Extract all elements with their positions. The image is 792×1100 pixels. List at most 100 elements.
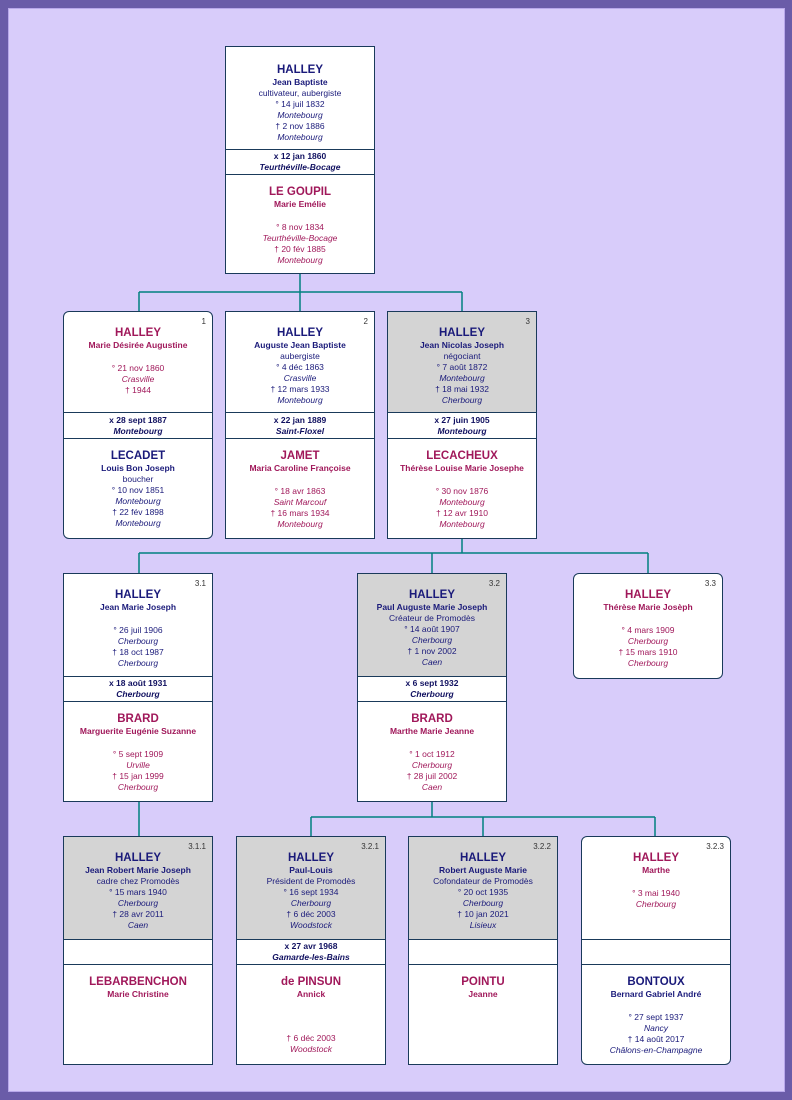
marriage-3-1-1: [64, 940, 212, 964]
birth-place: Urville: [126, 760, 150, 770]
person-halley-3-3: HALLEY Thérèse Marie Josèph ° 4 mars 190…: [574, 574, 722, 678]
person-halley-3-2-3: HALLEY Marthe ° 3 mai 1940 Cherbourg: [582, 837, 730, 939]
surname: JAMET: [280, 450, 320, 462]
marriage-2: x 22 jan 1889 Saint-Floxel: [226, 413, 374, 440]
surname: HALLEY: [115, 327, 161, 339]
surname: HALLEY: [439, 327, 485, 339]
death-date: † 10 jan 2021: [457, 909, 509, 919]
marriage-3-2: x 6 sept 1932 Cherbourg: [358, 677, 506, 702]
birth-date: ° 27 sept 1937: [628, 1012, 684, 1022]
root-wife: LE GOUPIL Marie Emélie ° 8 nov 1834 Teur…: [226, 175, 374, 273]
marriage-3-2-1: x 27 avr 1968 Gamarde-les-Bains: [237, 940, 385, 965]
generation-number: 1: [201, 317, 206, 326]
generation-number: 3.2.1: [361, 842, 379, 851]
death-date: † 15 jan 1999: [112, 771, 164, 781]
birth-date: ° 14 juil 1832: [275, 99, 325, 109]
root-marriage: x 12 jan 1860 Teurthéville-Bocage: [226, 150, 374, 175]
occupation: cadre chez Promodès: [96, 876, 180, 886]
given-name: Bernard Gabriel André: [610, 989, 702, 999]
birth-place: Montebourg: [439, 497, 485, 507]
given-name: Marie Emélie: [274, 199, 326, 209]
family-box-2: 2 HALLEY Auguste Jean Baptiste aubergist…: [225, 311, 375, 539]
root-husband: HALLEY Jean Baptiste cultivateur, auberg…: [226, 47, 374, 149]
surname: HALLEY: [277, 327, 323, 339]
birth-date: ° 8 nov 1834: [276, 222, 324, 232]
death-place: Montebourg: [277, 519, 323, 529]
marriage-place: Cherbourg: [410, 689, 454, 699]
birth-date: ° 4 déc 1863: [276, 362, 324, 372]
spouse-lebarbenchon: LEBARBENCHON Marie Christine: [64, 965, 212, 1064]
occupation: boucher: [122, 474, 154, 484]
birth-date: ° 18 avr 1863: [274, 486, 326, 496]
surname: POINTU: [461, 976, 505, 988]
generation-number: 3: [525, 317, 530, 326]
generation-number: 3.1: [194, 579, 206, 588]
birth-place: Cherbourg: [635, 899, 677, 909]
birth-date: ° 15 mars 1940: [109, 887, 167, 897]
family-box-1: 1 HALLEY Marie Désirée Augustine ° 21 no…: [63, 311, 213, 539]
marriage-1: x 28 sept 1887 Montebourg: [64, 413, 212, 440]
marriage-date: x 18 août 1931: [108, 678, 168, 688]
death-place: Montebourg: [277, 255, 323, 265]
occupation: Créateur de Promodès: [389, 613, 475, 623]
generation-number: 3.2.3: [706, 842, 724, 851]
death-date: † 15 mars 1910: [618, 647, 678, 657]
birth-place: Nancy: [643, 1023, 669, 1033]
birth-place: Teurthéville-Bocage: [262, 233, 338, 243]
marriage-3-2-3: [582, 940, 730, 964]
surname: LE GOUPIL: [269, 186, 331, 198]
marriage-3-2-2: [409, 940, 557, 964]
marriage-date: x 6 sept 1932: [405, 678, 459, 688]
person-halley-3-1-1: 3.1.1 HALLEY Jean Robert Marie Joseph ca…: [64, 837, 212, 939]
birth-date: ° 14 août 1907: [404, 624, 460, 634]
death-date: † 1 nov 2002: [407, 646, 457, 656]
person-halley-3-2-1: 3.2.1 HALLEY Paul-Louis Président de Pro…: [237, 837, 385, 939]
generation-number: 3.2: [488, 579, 500, 588]
surname: de PINSUN: [280, 976, 342, 988]
death-place: Châlons-en-Champagne: [609, 1045, 703, 1055]
occupation: négociant: [443, 351, 481, 361]
death-date: † 12 avr 1910: [436, 508, 488, 518]
death-date: † 28 juil 2002: [406, 771, 458, 781]
surname: LEBARBENCHON: [89, 976, 187, 988]
surname: HALLEY: [633, 852, 679, 864]
birth-place: Cherbourg: [117, 636, 159, 646]
tree-connectors: [138, 274, 656, 836]
death-place: Montebourg: [277, 132, 323, 142]
surname: HALLEY: [625, 589, 671, 601]
family-tree-canvas: HALLEY Jean Baptiste cultivateur, auberg…: [8, 8, 785, 1092]
surname: HALLEY: [288, 852, 334, 864]
birth-date: ° 30 nov 1876: [435, 486, 489, 496]
family-box-3-2-3: 3.2.3 HALLEY Marthe ° 3 mai 1940 Cherbou…: [581, 836, 731, 1065]
birth-place: Montebourg: [439, 373, 485, 383]
generation-number: 3.1.1: [188, 842, 206, 851]
death-place: Woodstock: [289, 920, 333, 930]
death-date: † 28 avr 2011: [112, 909, 164, 919]
surname: HALLEY: [460, 852, 506, 864]
death-place: Caen: [421, 657, 443, 667]
surname: LECADET: [110, 450, 166, 462]
marriage-place: Gamarde-les-Bains: [272, 952, 350, 962]
spouse-brard-marguerite: BRARD Marguerite Eugénie Suzanne ° 5 sep…: [64, 702, 212, 801]
given-name: Marie Désirée Augustine: [88, 340, 188, 350]
given-name: Annick: [296, 989, 326, 999]
given-name: Marie Christine: [107, 989, 169, 999]
spouse-lecadet: LECADET Louis Bon Joseph boucher ° 10 no…: [64, 439, 212, 538]
generation-number: 3.3: [704, 579, 716, 588]
birth-place: Saint Marcouf: [273, 497, 327, 507]
death-place: Montebourg: [439, 519, 485, 529]
death-place: Montebourg: [115, 518, 161, 528]
occupation: aubergiste: [280, 351, 320, 361]
given-name: Thérèse Marie Josèph: [603, 602, 693, 612]
birth-date: ° 7 août 1872: [436, 362, 488, 372]
given-name: Maria Caroline Françoise: [249, 463, 351, 473]
person-halley-3-2: 3.2 HALLEY Paul Auguste Marie Joseph Cré…: [358, 574, 506, 676]
death-place: Cherbourg: [117, 782, 159, 792]
given-name: Marthe Marie Jeanne: [389, 726, 475, 736]
person-halley-3-2-2: 3.2.2 HALLEY Robert Auguste Marie Cofond…: [409, 837, 557, 939]
surname: HALLEY: [409, 589, 455, 601]
death-place: Montebourg: [277, 395, 323, 405]
surname: HALLEY: [115, 852, 161, 864]
surname: BRARD: [411, 713, 453, 725]
birth-place: Montebourg: [115, 496, 161, 506]
